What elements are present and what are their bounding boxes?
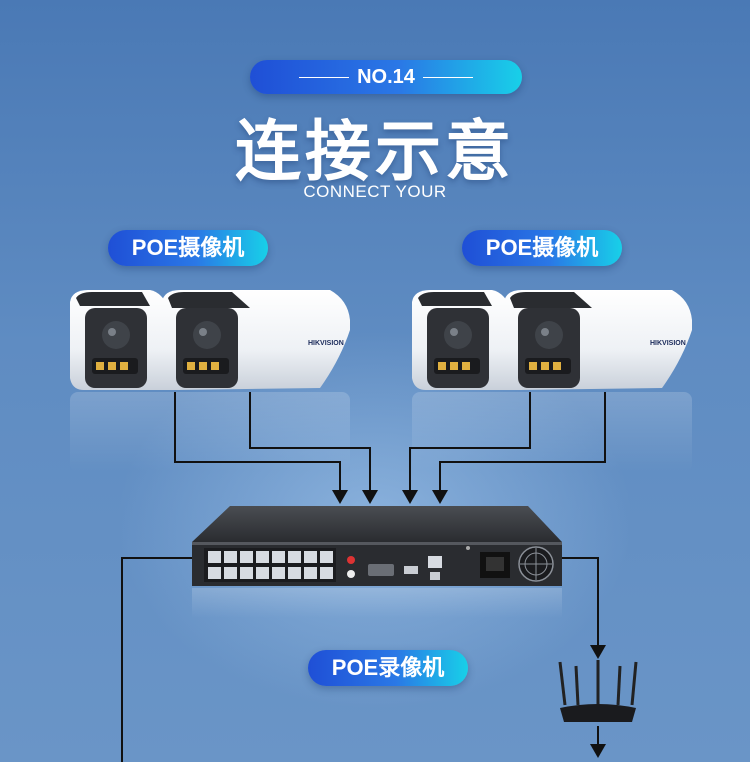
badge-line-right [422, 77, 473, 79]
camera-group-label-left: POE摄像机 [108, 230, 268, 266]
router-cable [562, 557, 599, 645]
camera-group-label-right: POE摄像机 [462, 230, 622, 266]
camera-4: HIKVISION [504, 290, 692, 390]
badge-line-left [299, 77, 350, 79]
camera-3 [412, 290, 522, 390]
page-subtitle: CONNECT YOUR [303, 182, 447, 201]
router-arrow [590, 645, 606, 659]
camera-2: HIKVISION [162, 290, 350, 390]
recorder-label: POE录像机 [308, 650, 468, 686]
cable-arrows [332, 490, 448, 504]
camera-brand-text: HIKVISION [308, 340, 344, 347]
camera-1 [70, 290, 180, 390]
camera-brand-text-2: HIKVISION [650, 340, 686, 347]
router-icon [558, 660, 638, 722]
camera-cables [174, 392, 606, 490]
poe-nvr-device [192, 506, 562, 586]
poe-port-block [204, 548, 336, 582]
badge-text: NO.14 [357, 66, 415, 88]
internet-arrow [590, 744, 606, 758]
monitor-cable [121, 557, 192, 762]
camera-reflections [70, 392, 692, 472]
page-title: 连接示意 [235, 114, 515, 188]
nvr-reflection [192, 588, 562, 618]
number-badge: NO.14 [250, 60, 522, 94]
